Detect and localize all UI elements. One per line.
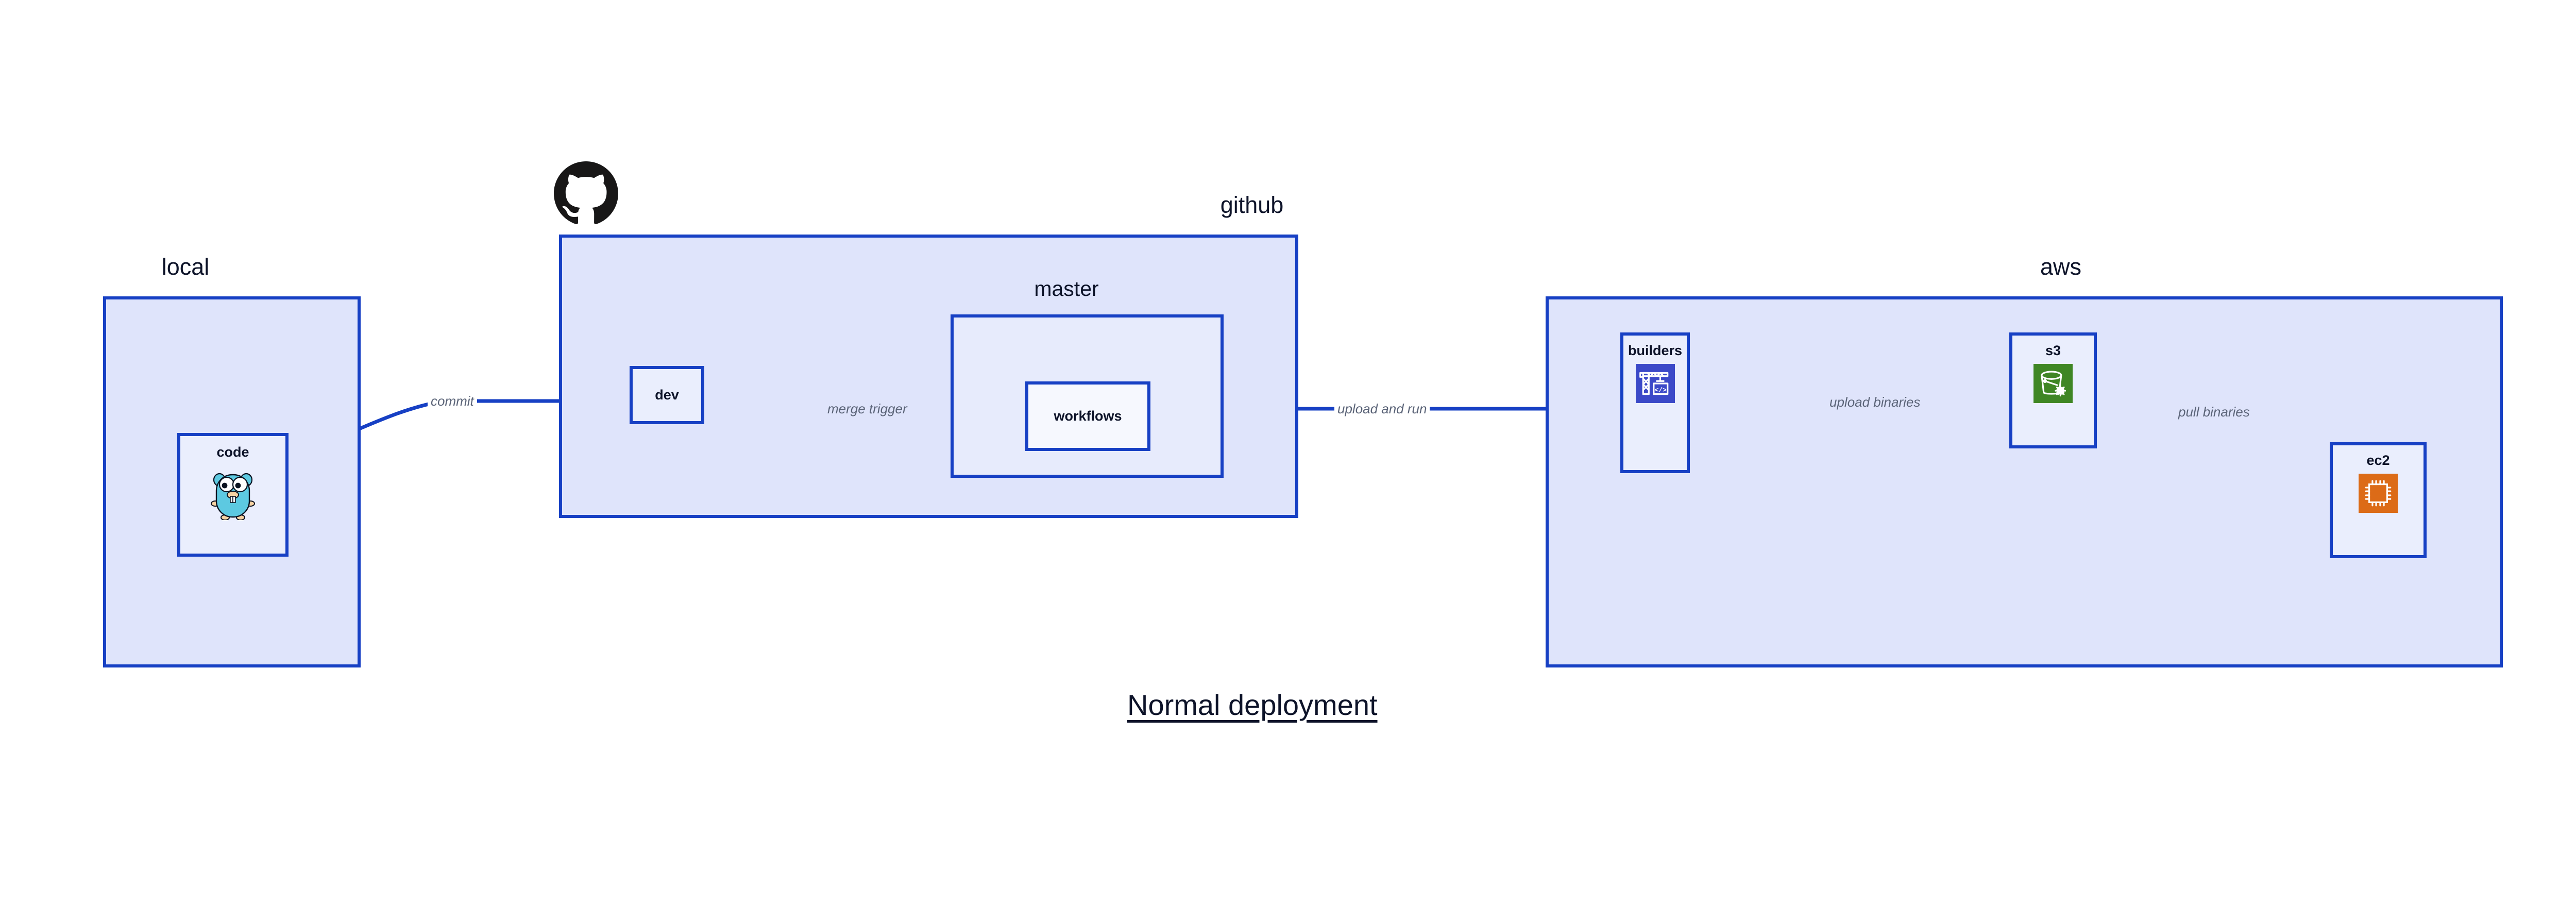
node-ec2[interactable]: ec2 bbox=[2330, 442, 2427, 558]
node-code[interactable]: code bbox=[177, 433, 289, 557]
github-octocat-icon bbox=[554, 161, 618, 226]
group-title-local: local bbox=[161, 254, 210, 280]
diagram-title: Normal deployment bbox=[1127, 689, 1378, 721]
node-dev-label: dev bbox=[655, 387, 679, 403]
aws-ec2-icon bbox=[2359, 474, 2398, 513]
node-builders-label: builders bbox=[1628, 343, 1683, 358]
svg-text:</>: </> bbox=[1654, 387, 1666, 394]
group-title-master: master bbox=[1034, 277, 1099, 300]
group-title-aws: aws bbox=[2040, 254, 2082, 280]
go-gopher-icon bbox=[211, 466, 255, 521]
node-ec2-label: ec2 bbox=[2366, 453, 2390, 468]
node-s3-label: s3 bbox=[2045, 343, 2061, 358]
node-code-label: code bbox=[216, 444, 249, 460]
node-workflows-label: workflows bbox=[1054, 408, 1122, 424]
aws-codebuild-icon: </> bbox=[1635, 364, 1675, 403]
edge-label-merge-trigger: merge trigger bbox=[824, 402, 910, 415]
group-title-github: github bbox=[1220, 192, 1284, 218]
node-workflows[interactable]: workflows bbox=[1025, 381, 1150, 451]
node-dev[interactable]: dev bbox=[630, 366, 704, 424]
edge-label-upload-binaries: upload binaries bbox=[1826, 395, 1924, 409]
node-s3[interactable]: s3 bbox=[2009, 332, 2097, 448]
node-builders[interactable]: builders bbox=[1620, 332, 1690, 473]
edge-label-pull-binaries: pull binaries bbox=[2175, 405, 2253, 419]
edge-label-commit: commit bbox=[428, 394, 477, 408]
aws-s3-glacier-icon bbox=[2033, 364, 2073, 403]
edge-label-upload-and-run: upload and run bbox=[1334, 402, 1430, 415]
